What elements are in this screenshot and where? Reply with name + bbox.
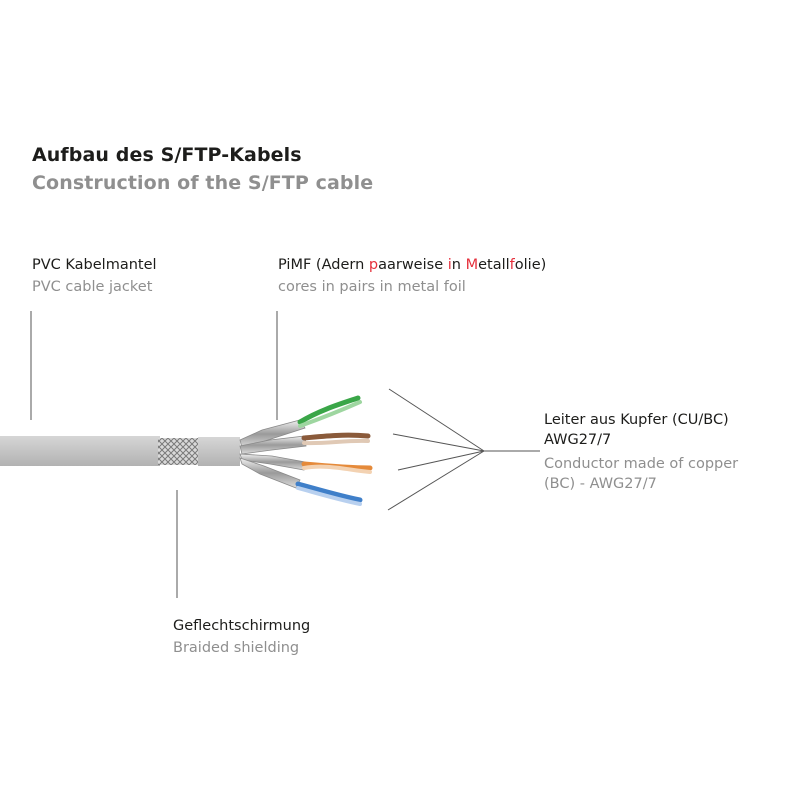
title-german: Aufbau des S/FTP-Kabels xyxy=(32,144,302,166)
label-cable-jacket-en: PVC cable jacket xyxy=(32,279,153,295)
label-braided-shielding: Geflechtschirmung Braided shielding xyxy=(173,615,310,659)
pair-green xyxy=(297,395,362,428)
leader-lines-conductor xyxy=(387,388,540,511)
label-conductor-de-line2: AWG27/7 xyxy=(544,432,612,448)
braided-shield xyxy=(158,438,200,465)
pimf-part: olie) xyxy=(514,257,547,273)
pimf-part: n xyxy=(451,257,466,273)
pimf-highlight-letter: i xyxy=(447,257,452,273)
label-pimf-de: PiMF (Adern paarweise in Metallfolie) xyxy=(278,254,546,276)
label-conductor: Leiter aus Kupfer (CU/BC) AWG27/7 Conduc… xyxy=(544,410,738,494)
pair-blue xyxy=(295,481,363,506)
pimf-highlight-letter: M xyxy=(465,257,479,273)
label-conductor-en-line2: (BC) - AWG27/7 xyxy=(544,476,657,492)
label-pimf: PiMF (Adern paarweise in Metallfolie) co… xyxy=(278,254,546,298)
foil-wrapped-pairs xyxy=(239,419,307,489)
label-cable-jacket: PVC Kabelmantel PVC cable jacket xyxy=(32,254,157,298)
pimf-part: aarweise xyxy=(378,257,448,273)
cable-jacket xyxy=(0,436,160,466)
pimf-part: etall xyxy=(478,257,510,273)
pimf-part: PiMF (Adern xyxy=(278,257,369,273)
pair-brown xyxy=(301,432,371,446)
label-pimf-en: cores in pairs in metal foil xyxy=(278,279,466,295)
pimf-highlight-letter: f xyxy=(509,257,515,273)
label-conductor-en-line1: Conductor made of copper xyxy=(544,456,739,472)
title-english: Construction of the S/FTP cable xyxy=(32,172,374,194)
label-conductor-de-line1: Leiter aus Kupfer (CU/BC) xyxy=(544,412,729,428)
pair-orange xyxy=(301,461,373,474)
cable-jacket-inner xyxy=(198,437,240,466)
label-cable-jacket-de: PVC Kabelmantel xyxy=(32,257,157,273)
label-braided-shielding-de: Geflechtschirmung xyxy=(173,618,311,634)
pimf-highlight-letter: p xyxy=(368,257,379,273)
label-braided-shielding-en: Braided shielding xyxy=(173,640,300,656)
